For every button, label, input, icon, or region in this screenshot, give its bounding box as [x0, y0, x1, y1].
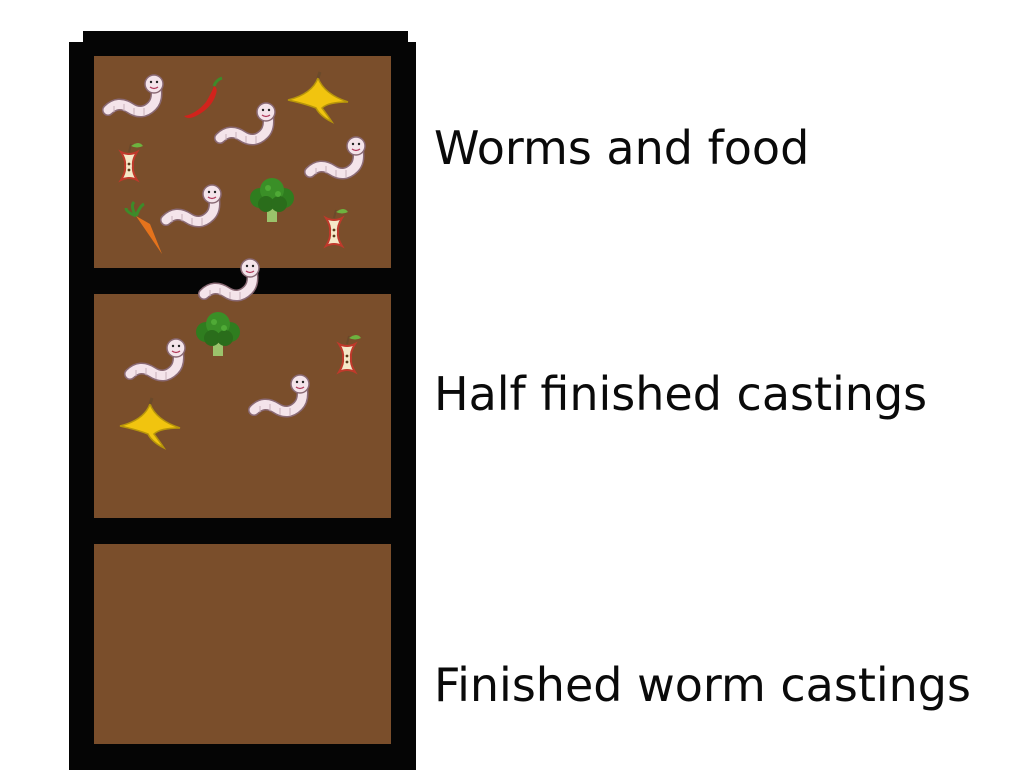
top-tray-label: Worms and food — [434, 121, 810, 175]
bottom-tray-soil — [94, 544, 391, 744]
bottom-tray-label: Finished worm castings — [434, 658, 971, 712]
middle-tray-soil — [94, 294, 391, 518]
top-tray-soil — [94, 56, 391, 268]
bin-frame-bottom — [69, 744, 416, 770]
bin-frame-left-post — [69, 42, 94, 770]
middle-tray-label: Half finished castings — [434, 367, 928, 421]
tray-divider-lower — [69, 518, 416, 544]
bin-frame-right-post — [391, 42, 416, 770]
bin-frame-top-cap — [83, 31, 408, 59]
